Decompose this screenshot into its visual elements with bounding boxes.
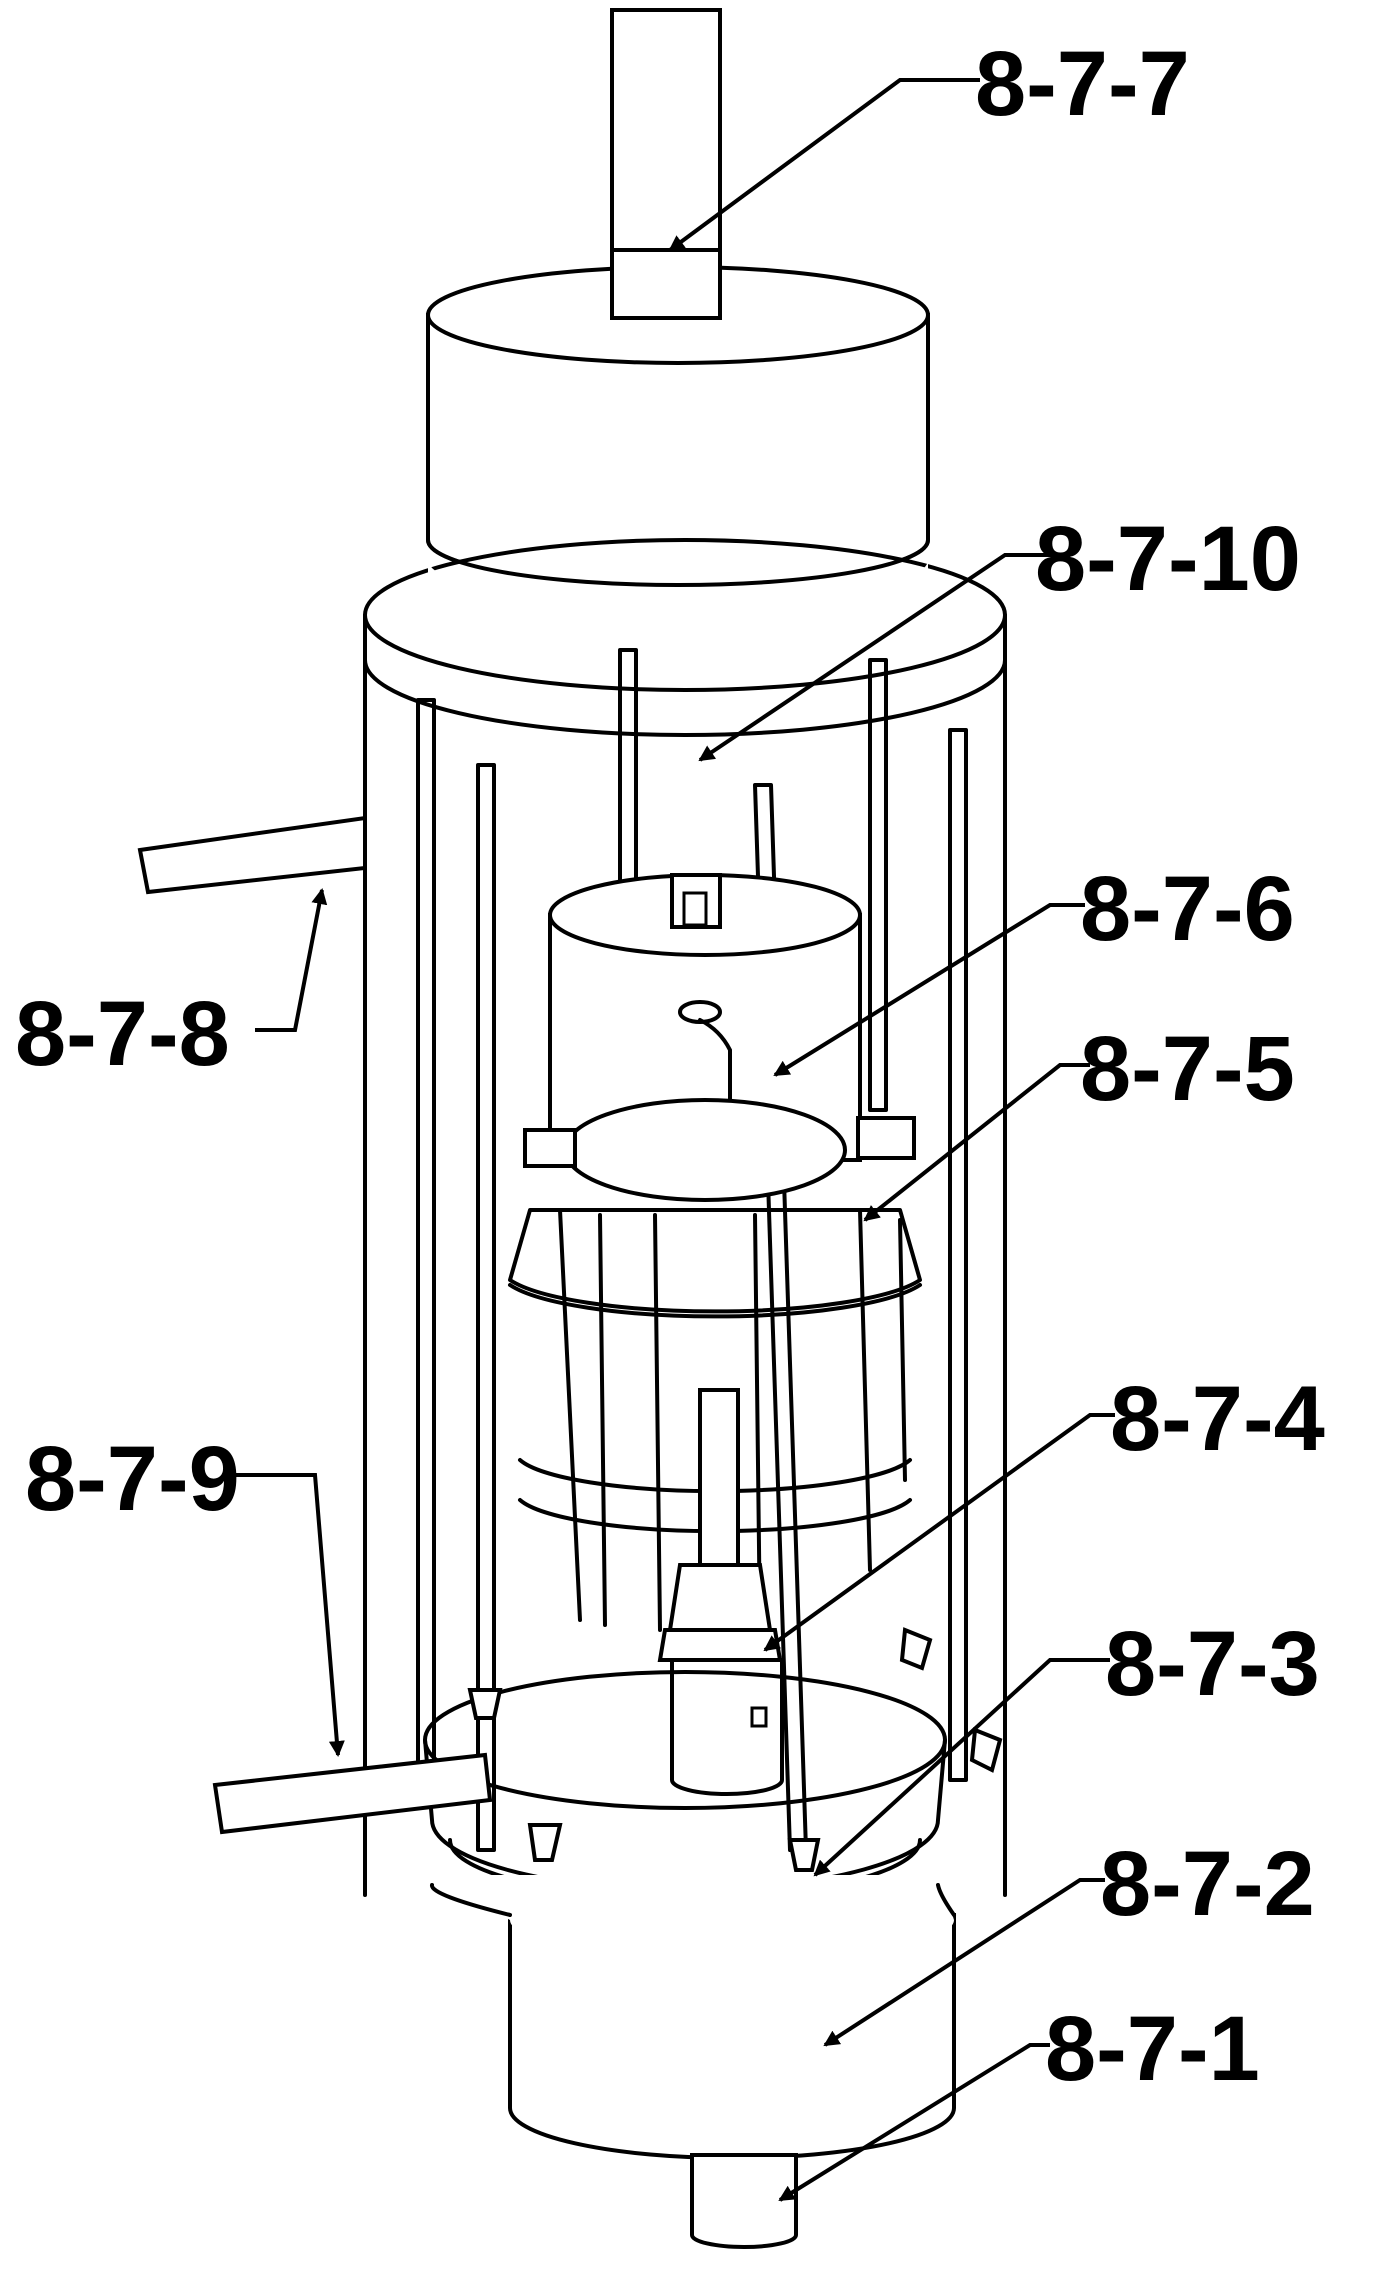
label-8-7-4: 8-7-4 bbox=[1110, 1368, 1325, 1470]
label-8-7-7: 8-7-7 bbox=[975, 33, 1190, 135]
label-8-7-2: 8-7-2 bbox=[1100, 1833, 1315, 1935]
top-cap bbox=[426, 248, 930, 587]
label-8-7-5: 8-7-5 bbox=[1080, 1018, 1295, 1120]
label-8-7-6: 8-7-6 bbox=[1080, 858, 1295, 960]
label-8-7-8: 8-7-8 bbox=[15, 983, 230, 1085]
bottom-body bbox=[430, 1875, 956, 2160]
side-pipes bbox=[137, 815, 493, 1835]
rods bbox=[416, 648, 968, 1852]
nozzles bbox=[467, 1627, 1003, 1872]
bottom-outlet bbox=[690, 2153, 798, 2249]
central-shaft bbox=[657, 1388, 784, 1796]
blade-cage bbox=[508, 1098, 922, 1632]
label-8-7-3: 8-7-3 bbox=[1105, 1613, 1320, 1715]
inner-cylinder bbox=[548, 873, 862, 1162]
label-8-7-1: 8-7-1 bbox=[1045, 1998, 1260, 2100]
leader-lines bbox=[235, 78, 1115, 2202]
labels: 8-7-7 8-7-10 8-7-6 8-7-5 8-7-4 8-7-3 8-7… bbox=[15, 33, 1325, 2100]
label-8-7-9: 8-7-9 bbox=[25, 1428, 240, 1530]
label-8-7-10: 8-7-10 bbox=[1035, 508, 1301, 610]
